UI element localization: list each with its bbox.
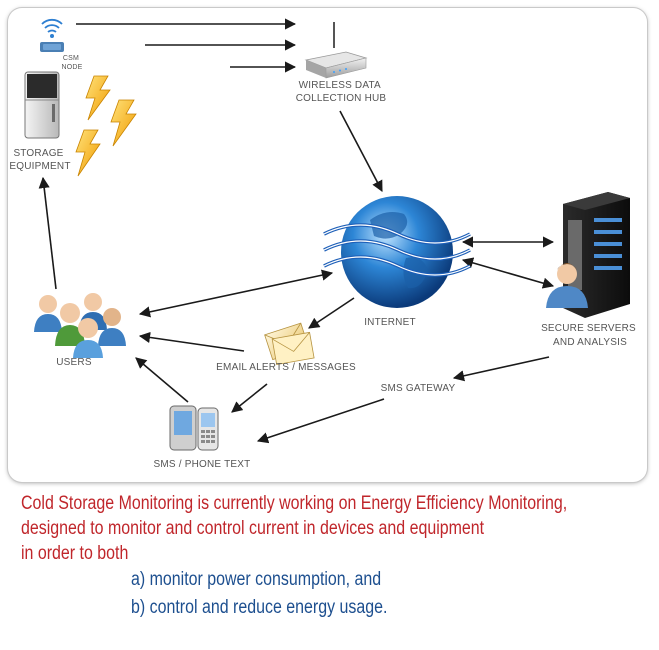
csm-node-label: CSM NODE [61, 55, 82, 71]
email-alerts-label: EMAIL ALERTS / MESSAGES [216, 362, 356, 373]
wireless-hub-label-line2: COLLECTION HUB [296, 93, 387, 104]
lightning-bolt-icon [75, 75, 137, 177]
arrow-internet-to-email [308, 297, 355, 329]
arrow-internet-to-users [138, 269, 334, 318]
user-group-icon [34, 293, 126, 358]
caption-line-1: Cold Storage Monitoring is currently wor… [21, 493, 568, 514]
csm-node-label-line1: CSM [63, 55, 79, 62]
mobile-phone-icon [169, 405, 219, 451]
server-rack-icon [563, 192, 630, 318]
wireless-hub-label-line1: WIRELESS DATA [299, 80, 381, 91]
wifi-antenna-icon [40, 18, 64, 52]
caption-line-3: in order to both [21, 543, 129, 564]
globe-icon [323, 196, 471, 308]
caption-item-a: a) monitor power consumption, and [131, 569, 382, 590]
wireless-router-icon [304, 22, 368, 79]
arrow-internet-servers-2 [461, 257, 555, 289]
secure-servers-label-line1: SECURE SERVERS [541, 323, 636, 334]
system-diagram: CSM NODE STORAGE EQUIPMENT [9, 18, 639, 470]
diagram-panel: CSM NODE STORAGE EQUIPMENT [8, 8, 647, 482]
users-label: USERS [56, 357, 92, 368]
secure-servers-label-line2: AND ANALYSIS [553, 337, 627, 348]
arrow-users-to-storage [38, 176, 57, 290]
arrow-email-to-phone [231, 383, 268, 413]
wireless-hub-label: WIRELESS DATA COLLECTION HUB [296, 80, 387, 104]
storage-equipment-label: STORAGE EQUIPMENT [9, 148, 70, 172]
csm-node-label-line2: NODE [61, 64, 82, 71]
envelope-icon [264, 322, 315, 366]
secure-servers-label: SECURE SERVERS AND ANALYSIS [541, 323, 639, 348]
arrow-hub-to-internet [339, 110, 383, 192]
internet-label: INTERNET [364, 317, 416, 328]
refrigerator-icon [24, 71, 60, 139]
technician-avatar [546, 263, 588, 308]
arrow-sms-gateway-to-phone [256, 398, 385, 444]
connection-arrows [38, 18, 555, 444]
arrow-email-to-users [138, 331, 245, 352]
storage-equipment-label-line2: EQUIPMENT [9, 161, 70, 172]
arrow-servers-to-sms-gateway [452, 356, 550, 382]
arrow-phone-to-users [135, 357, 189, 403]
storage-equipment-label-line1: STORAGE [13, 148, 63, 159]
caption: Cold Storage Monitoring is currently wor… [21, 491, 651, 622]
sms-gateway-label: SMS GATEWAY [381, 383, 456, 394]
caption-line-2: designed to monitor and control current … [21, 518, 485, 539]
sms-phone-label: SMS / PHONE TEXT [154, 459, 251, 470]
caption-item-b: b) control and reduce energy usage. [131, 597, 388, 618]
